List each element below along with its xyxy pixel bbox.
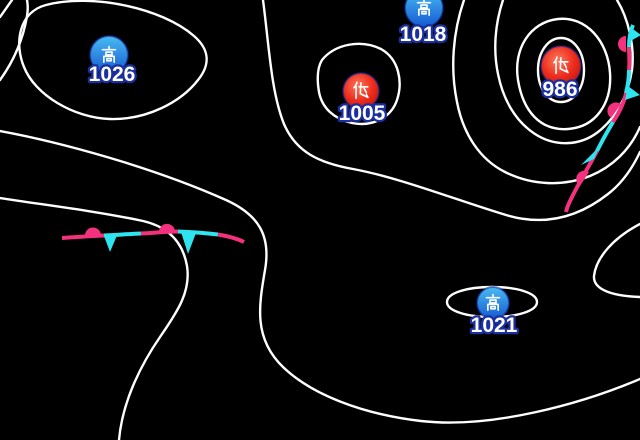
isobar-ellipse-high-1021 xyxy=(445,285,539,319)
isobar-ring-986-third xyxy=(494,0,634,145)
warm-front-bump-icon xyxy=(158,223,175,233)
cold-front-spike-icon xyxy=(625,86,640,100)
isobar-ring-986-outer xyxy=(452,0,640,185)
warm-front-bump-icon xyxy=(84,227,101,236)
high-kanji-icon xyxy=(416,0,432,16)
low-glyph-stroke xyxy=(553,56,558,64)
low-glyph-stroke xyxy=(353,81,358,89)
high-kanji-icon xyxy=(101,45,117,63)
stationary-front-east-segment xyxy=(611,92,628,124)
pressure-value-1018: 1018 xyxy=(400,23,447,46)
high-glyph-stroke xyxy=(418,8,430,16)
pressure-system-low-1005: 1005 xyxy=(336,72,388,127)
low-glyph-stroke xyxy=(559,67,569,73)
stationary-front-west-segment xyxy=(177,229,219,237)
stationary-front-east xyxy=(564,24,640,213)
cold-front-spike-icon xyxy=(581,146,600,165)
high-glyph-stroke xyxy=(106,57,112,62)
low-kanji-icon xyxy=(553,56,569,75)
stationary-front-west-segment xyxy=(103,231,142,238)
high-glyph-stroke xyxy=(105,51,113,56)
stationary-front-east-segment xyxy=(564,150,599,213)
pressure-system-layer: 1026 1018 1005 986 1021 xyxy=(86,0,582,339)
low-glyph-stroke xyxy=(365,93,369,99)
isobar-ring-986-inner xyxy=(536,36,586,104)
pressure-value-1026: 1026 xyxy=(89,63,136,86)
isobar-teardrop-low-1005 xyxy=(316,42,401,126)
low-glyph-stroke xyxy=(563,62,568,69)
pressure-system-low-986: 986 xyxy=(540,45,582,103)
low-kanji-icon xyxy=(353,81,369,100)
high-kanji-icon xyxy=(485,293,501,311)
pressure-value-986: 986 xyxy=(542,78,577,101)
cold-front-spike-icon xyxy=(181,232,196,254)
warm-front-bump-icon xyxy=(607,102,621,118)
pressure-value-1005: 1005 xyxy=(339,102,386,125)
isobar-sweep-upper xyxy=(261,0,640,222)
high-glyph-stroke xyxy=(487,303,499,311)
high-glyph-stroke xyxy=(490,305,496,310)
pressure-system-high-1026: 1026 xyxy=(86,35,138,88)
stationary-front-west-segment xyxy=(217,232,245,244)
stationary-front-west-segment xyxy=(61,233,105,240)
isobar-corner-arc-2 xyxy=(0,0,29,82)
high-glyph-stroke xyxy=(489,299,497,304)
warm-front-bump-icon xyxy=(618,36,626,52)
isobar-corner-arc-1 xyxy=(0,0,14,19)
front-layer xyxy=(61,24,640,254)
cold-front-spike-icon xyxy=(104,235,117,252)
low-glyph-stroke xyxy=(359,81,362,95)
high-glyph-stroke xyxy=(103,55,115,63)
low-glyph-stroke xyxy=(359,92,369,98)
isobar-ring-986-second xyxy=(515,17,612,131)
pressure-system-high-1018: 1018 xyxy=(397,0,449,48)
low-glyph-stroke xyxy=(559,56,562,70)
high-glyph-stroke xyxy=(421,10,427,15)
isobar-right-u xyxy=(592,222,640,299)
pressure-system-high-1021: 1021 xyxy=(468,286,520,339)
isobar-oval-high-1026 xyxy=(18,0,208,121)
cold-front-spike-icon xyxy=(629,27,640,42)
stationary-front-west xyxy=(61,223,245,254)
pressure-value-1021: 1021 xyxy=(471,314,518,337)
low-glyph-stroke xyxy=(363,87,368,94)
isobar-s-curve xyxy=(0,196,189,440)
isobar-sweep-long xyxy=(0,129,640,424)
stationary-front-east-segment xyxy=(624,69,631,94)
warm-front-bump-icon xyxy=(576,170,589,186)
high-glyph-stroke xyxy=(420,4,428,9)
low-glyph-stroke xyxy=(565,68,569,74)
